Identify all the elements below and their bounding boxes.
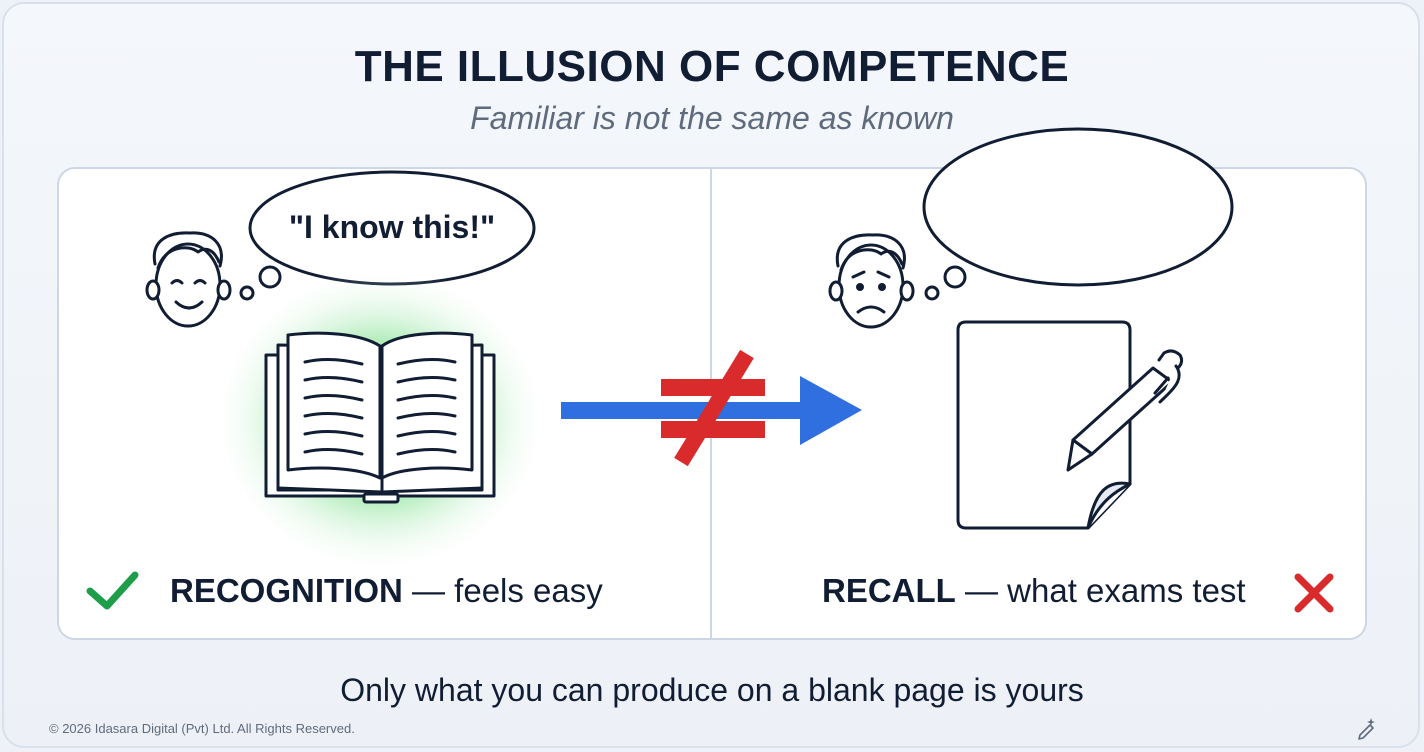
cross-icon [1294,573,1334,613]
sparkle-pen-icon [1358,718,1375,740]
recall-label: RECALL — what exams test [822,572,1246,610]
thought-bubble-right [922,127,1234,301]
copyright-notice: © 2026 Idasara Digital (Pvt) Ltd. All Ri… [49,721,355,736]
open-book-icon [264,331,496,504]
page-title: THE ILLUSION OF COMPETENCE [354,42,1070,91]
page-subtitle: Familiar is not the same as known [470,100,954,136]
thought-bubble-left [239,170,536,301]
not-equal-icon [661,349,765,467]
footer-tagline: Only what you can produce on a blank pag… [340,672,1084,708]
recall-label-strong: RECALL [822,572,956,609]
recall-label-rest: — what exams test [955,572,1246,609]
recognition-label-strong: RECOGNITION [170,572,403,609]
worried-face-icon [828,233,915,329]
pen-icon [1066,349,1184,472]
blank-page-icon [956,320,1132,530]
recognition-label: RECOGNITION — feels easy [170,572,603,610]
happy-face-icon [145,231,232,328]
arrow-connector [561,376,862,445]
thought-text: "I know this!" [288,209,496,245]
recognition-label-rest: — feels easy [402,572,603,609]
check-icon [86,571,139,610]
